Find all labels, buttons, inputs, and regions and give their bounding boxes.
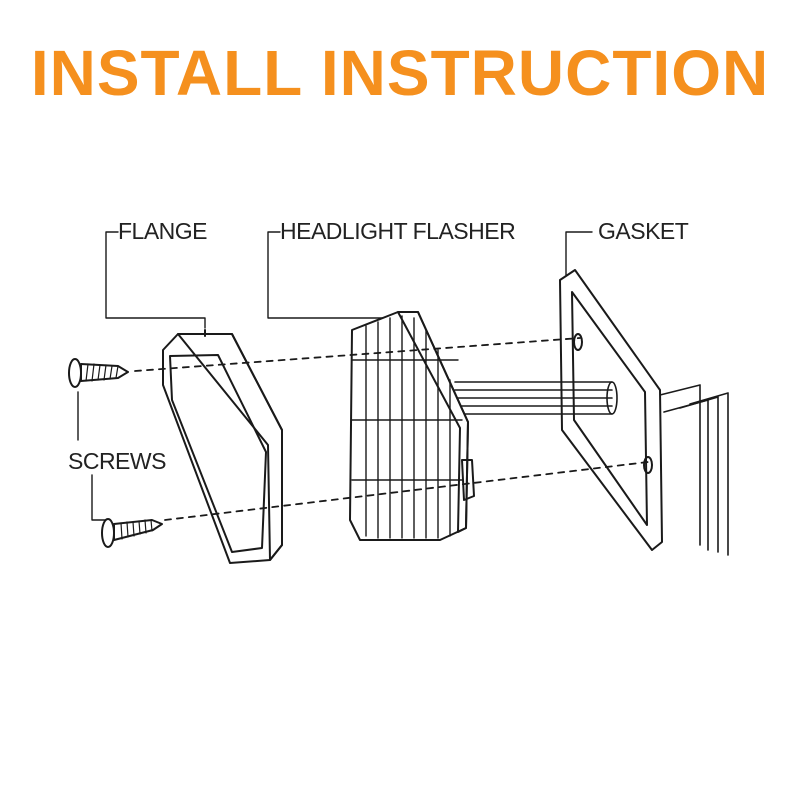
screw-top [68,358,129,388]
mounting-surface [659,384,729,556]
flange-drawing [162,329,283,564]
gasket-drawing [559,269,663,551]
label-screws: SCREWS [68,448,166,474]
label-flange: FLANGE [118,218,208,244]
label-headlight-flasher: HEADLIGHT FLASHER [280,218,516,244]
label-gasket: GASKET [598,218,689,244]
headlight-flasher-drawing [349,311,475,541]
page-title: INSTALL INSTRUCTION [30,37,770,109]
screw-bottom [101,518,163,548]
label-leaders [77,231,593,521]
wire-bundle [454,381,618,415]
alignment-lines [134,337,649,521]
